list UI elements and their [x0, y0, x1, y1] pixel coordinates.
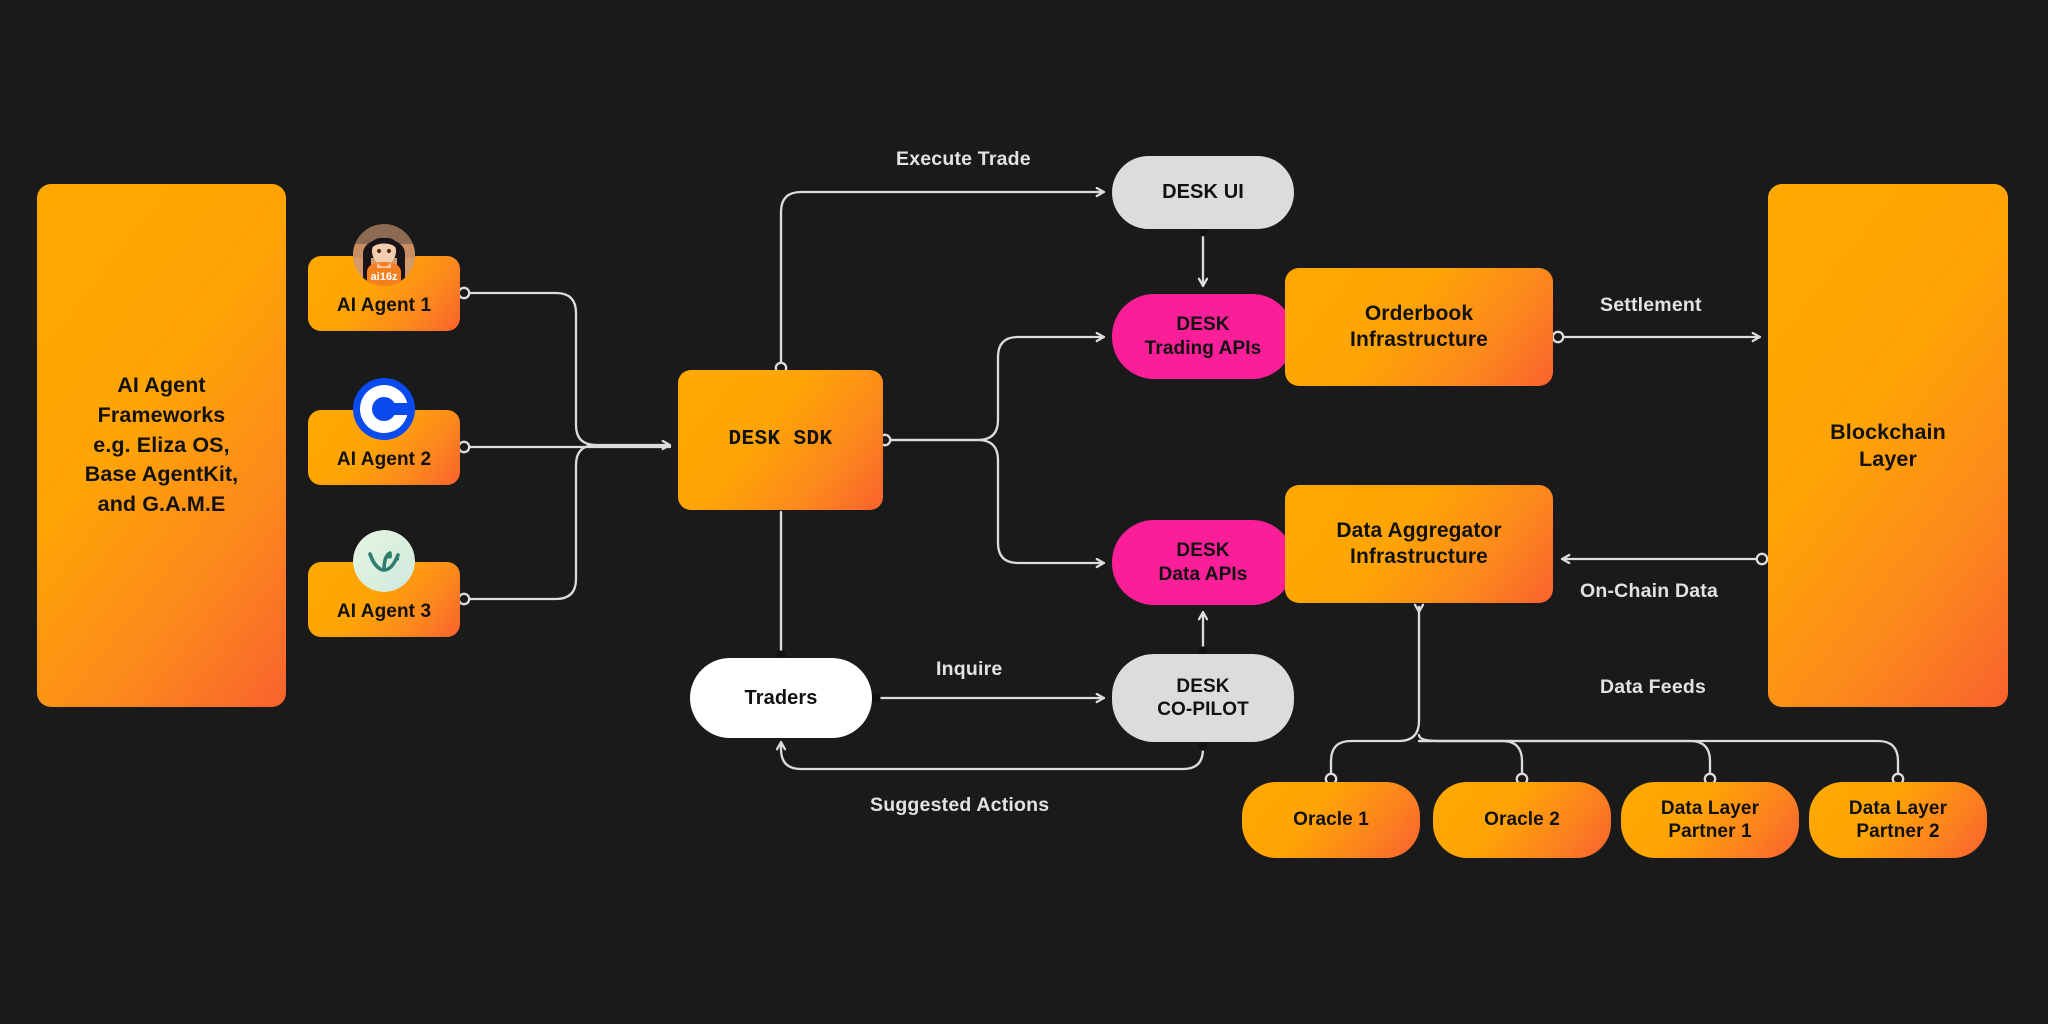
node-ai-agent-2[interactable]: AI Agent 2 — [308, 378, 460, 485]
edge-oracle2-aggregator — [1417, 733, 1524, 781]
node-label: DESK SDK — [728, 428, 833, 452]
node-desk-co-pilot[interactable]: DESK CO-PILOT — [1112, 654, 1294, 742]
edge-partner1-aggregator — [1417, 739, 1712, 781]
node-orderbook-infrastructure[interactable]: Orderbook Infrastructure — [1285, 268, 1553, 386]
edge-label-on-chain-data: On-Chain Data — [1580, 580, 1719, 602]
node-desk-trading-apis[interactable]: DESK Trading APIs — [1112, 294, 1294, 379]
node-ai-agent-frameworks[interactable]: AI Agent Frameworks e.g. Eliza OS, Base … — [37, 184, 286, 707]
game-virtuals-icon — [353, 530, 415, 592]
node-traders[interactable]: Traders — [690, 658, 872, 738]
node-label: DESK Trading APIs — [1144, 314, 1262, 359]
node-label: Data Aggregator Infrastructure — [1336, 519, 1502, 568]
edge-sdk-tradingapis — [883, 337, 1106, 442]
svg-text:ai16z: ai16z — [371, 271, 398, 283]
node-data-layer-partner-2[interactable]: Data Layer Partner 2 — [1809, 782, 1987, 858]
node-label: AI Agent 3 — [336, 600, 432, 622]
edge-label-suggested-actions: Suggested Actions — [870, 794, 1050, 816]
edge-label-settlement: Settlement — [1600, 294, 1702, 316]
edge-agent3-sdk — [462, 443, 598, 601]
node-label: DESK UI — [1162, 181, 1244, 204]
edge-agent1-sdk — [462, 291, 672, 445]
node-label: Traders — [744, 686, 818, 709]
node-desk-data-apis[interactable]: DESK Data APIs — [1112, 520, 1294, 605]
node-data-aggregator-infrastructure[interactable]: Data Aggregator Infrastructure — [1285, 485, 1553, 603]
node-label: AI Agent 1 — [336, 294, 432, 316]
node-label: Orderbook Infrastructure — [1350, 302, 1488, 351]
edge-partner2-aggregator — [1417, 739, 1900, 781]
node-label: Blockchain Layer — [1830, 420, 1946, 471]
node-label: Data Layer Partner 2 — [1848, 797, 1948, 842]
node-oracle-1[interactable]: Oracle 1 — [1242, 782, 1420, 858]
node-ai-agent-3[interactable]: AI Agent 3 — [308, 530, 460, 637]
node-label: Data Layer Partner 1 — [1660, 797, 1760, 842]
node-blockchain-layer[interactable]: Blockchain Layer — [1768, 184, 2008, 707]
node-label: Oracle 2 — [1484, 809, 1560, 831]
node-desk-sdk[interactable]: DESK SDK — [678, 370, 883, 510]
node-label: DESK CO-PILOT — [1157, 675, 1249, 720]
node-label: AI Agent 2 — [336, 448, 432, 470]
node-oracle-2[interactable]: Oracle 2 — [1433, 782, 1611, 858]
node-data-layer-partner-1[interactable]: Data Layer Partner 1 — [1621, 782, 1799, 858]
edge-label-data-feeds: Data Feeds — [1600, 676, 1707, 698]
node-label: AI Agent Frameworks e.g. Eliza OS, Base … — [84, 373, 239, 516]
node-desk-ui[interactable]: DESK UI — [1112, 156, 1294, 229]
edge-oracle1-aggregator — [1329, 605, 1421, 781]
coinbase-agentkit-icon — [353, 378, 415, 440]
edge-sdk-dataapis — [883, 438, 1106, 563]
edge-label-inquire: Inquire — [936, 658, 1003, 680]
edge-label-execute-trade: Execute Trade — [896, 148, 1031, 170]
ai16z-avatar-icon: ai16z — [353, 224, 415, 286]
edge-copilot-traders — [781, 740, 1205, 771]
edge-sdk-deskui — [779, 192, 1106, 370]
node-label: DESK Data APIs — [1158, 540, 1248, 585]
node-ai-agent-1[interactable]: ai16z AI Agent 1 — [308, 224, 460, 331]
node-label: Oracle 1 — [1293, 809, 1369, 831]
